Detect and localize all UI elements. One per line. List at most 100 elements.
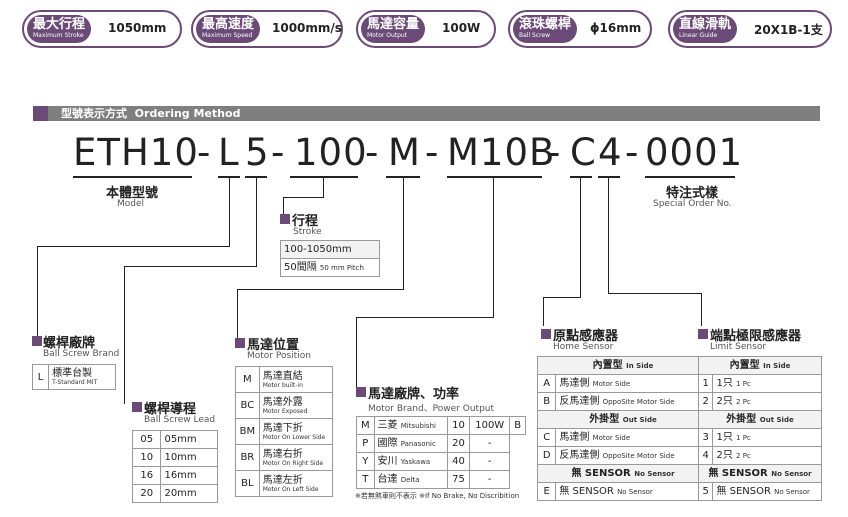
table-row: 外掛型 Out Side — [698, 410, 822, 429]
position-marker-icon — [235, 338, 245, 348]
connector — [256, 176, 257, 266]
connector — [124, 266, 257, 267]
motor-title: 馬達廠牌、功率 — [368, 387, 460, 402]
lead-title: 螺桿導程 — [144, 402, 197, 417]
limit-title-en: Limit Sensor — [710, 342, 767, 352]
section-marker-icon — [33, 106, 48, 121]
home-marker-icon — [541, 329, 551, 339]
code-dash: - — [365, 131, 380, 174]
table-row: 無 SENSOR No Sensor — [537, 464, 709, 483]
brand-title-en: Ball Screw Brand — [43, 349, 120, 359]
connector — [608, 293, 702, 294]
underline-special — [645, 176, 735, 178]
section-header: 型號表示方式 Ordering Method — [33, 106, 820, 121]
motor-marker-icon — [356, 387, 366, 397]
home-title: 原點感應器 — [553, 329, 619, 344]
motor-note: ※若無煞車則不表示 ※If No Brake, No Discribition — [355, 492, 520, 500]
connector — [608, 176, 609, 293]
connector — [493, 176, 494, 317]
spec-value: 1050mm — [108, 21, 167, 35]
motor-title-en: Motor Brand、Power Output — [368, 404, 495, 414]
code-dash: - — [197, 131, 212, 174]
connector — [37, 246, 230, 247]
underline-series — [73, 176, 192, 178]
table-row: 50間隔 50 mm Pitch — [280, 258, 380, 277]
spec-value: 20X1B-1支 — [754, 23, 823, 37]
limit-title: 端點極限感應器 — [710, 329, 802, 344]
connector — [356, 317, 494, 318]
code-dash: - — [271, 131, 286, 174]
connector — [323, 176, 324, 197]
limit-marker-icon — [698, 329, 708, 339]
lead-marker-icon — [132, 402, 142, 412]
code-dash: - — [625, 131, 640, 174]
table-row: 內置型 In Side — [537, 356, 709, 375]
connector — [37, 246, 38, 338]
home-title-en: Home Sensor — [553, 342, 614, 352]
connector — [701, 293, 702, 326]
brand-marker-icon — [32, 336, 42, 346]
position-title: 馬達位置 — [247, 338, 300, 353]
underline-stroke — [290, 176, 358, 178]
connector — [356, 317, 357, 389]
spec-value: ϕ16mm — [590, 21, 642, 35]
connector — [237, 289, 404, 290]
section-title: 型號表示方式 Ordering Method — [61, 107, 241, 120]
code-brand: L — [218, 131, 240, 174]
spec-value: 1000mm/s — [272, 21, 342, 35]
spec-value: 100W — [442, 21, 481, 35]
code-home-sensor: C — [570, 131, 597, 174]
position-title-en: Motor Position — [247, 351, 311, 361]
table-row: 100-1050mm — [280, 240, 380, 259]
label-special: 特注式樣 — [666, 186, 719, 201]
connector — [237, 289, 238, 339]
code-stroke: 100 — [294, 131, 368, 174]
code-position: M — [388, 131, 421, 174]
stroke-title-en: Stroke — [293, 227, 322, 237]
underline-motor — [447, 176, 542, 178]
table-row: 內置型 In Side — [698, 356, 822, 375]
code-motor: M10B — [447, 131, 556, 174]
code-series: ETH10 — [73, 131, 199, 174]
label-special-en: Special Order No. — [653, 199, 732, 209]
connector — [124, 266, 125, 404]
stroke-marker-icon — [280, 214, 290, 224]
